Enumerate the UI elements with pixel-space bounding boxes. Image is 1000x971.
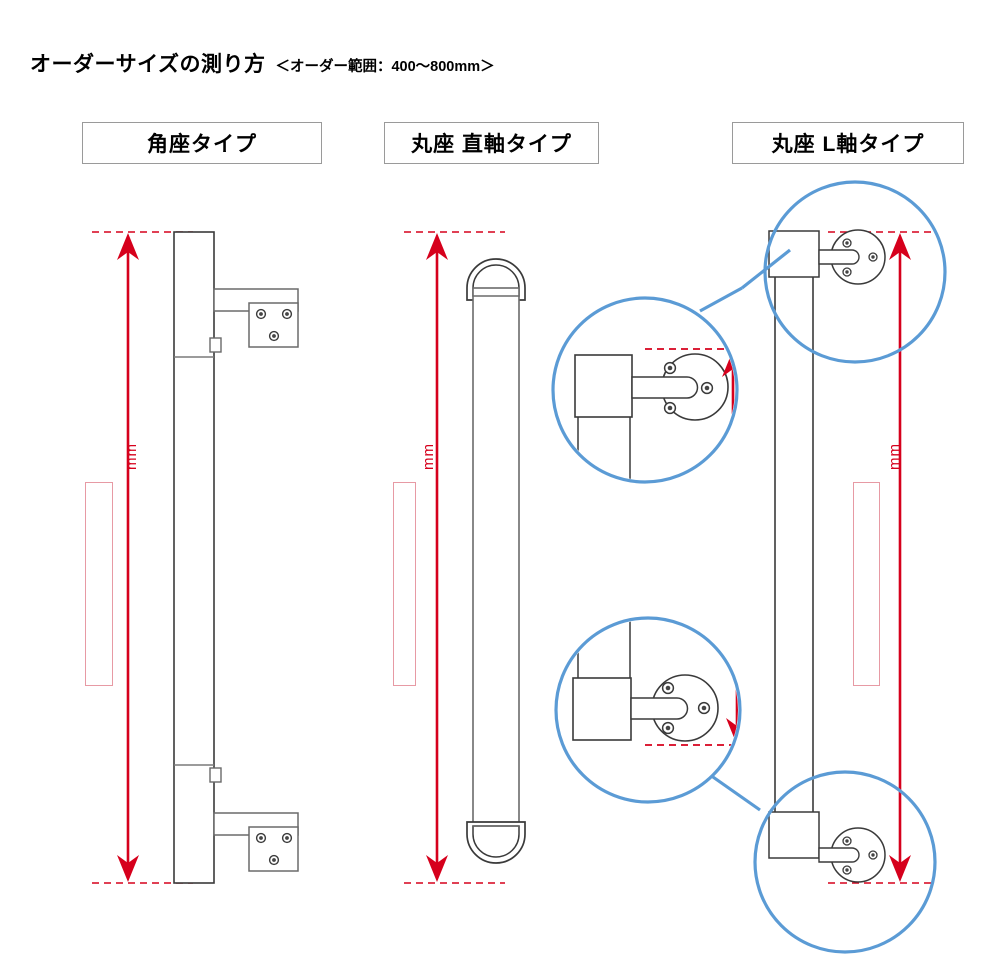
section-header-square-base: 角座タイプ: [82, 122, 322, 164]
unit-label-round-base-straight: mm: [420, 443, 437, 470]
square-block-top-lshaft: [768, 230, 820, 278]
page-title-main: オーダーサイズの測り方: [30, 53, 266, 76]
size-value-box-round-base-straight[interactable]: [393, 482, 416, 686]
size-value-box-square-base[interactable]: [85, 482, 113, 686]
bracket-bottom-square: [213, 812, 299, 872]
unit-label-square-base: mm: [123, 443, 140, 470]
magnifier-lower-content: [572, 620, 738, 746]
screw-group-top-square: [255, 308, 293, 342]
dimension-arrow-head-down-square: [117, 855, 139, 882]
section-header-square-base-label: 角座タイプ: [147, 133, 257, 156]
screw-group-bottom-lshaft: [842, 836, 878, 875]
leader-line-upper-a: [699, 286, 743, 313]
handrail-bar-lshaft: [774, 261, 814, 823]
magnifier-upper-enlarged-view: [551, 296, 739, 484]
drawing-round-base-l-shaft-type: [768, 229, 935, 884]
square-block-bottom-lshaft: [768, 811, 820, 859]
drawing-round-base-straight-type: [404, 231, 526, 884]
square-block-lower-detail: [572, 677, 632, 741]
page-title-range: ＜オーダー範囲：400〜800mm＞: [275, 59, 495, 75]
assembly-bottom-lshaft: [768, 811, 886, 883]
section-header-round-base-straight-label: 丸座 直軸タイプ: [411, 133, 572, 156]
dimension-arrow-head-up-round: [426, 233, 448, 260]
bracket-top-square: [213, 288, 299, 348]
section-header-round-base-l-shaft: 丸座 L軸タイプ: [732, 122, 964, 164]
section-header-round-base-l-shaft-label: 丸座 L軸タイプ: [771, 133, 925, 156]
handrail-bar-stub-upper: [577, 414, 631, 480]
dimension-arrow-head-down-lshaft: [889, 855, 911, 882]
magnifier-ring-lshaft-bottom: [753, 770, 937, 954]
magnifier-upper-content: [574, 348, 735, 480]
dimension-arrow-head-up-lshaft: [889, 233, 911, 260]
connector-arm-top-lshaft: [818, 249, 860, 265]
magnifier-lower-enlarged-view: [554, 616, 742, 804]
drawing-square-base-type: [92, 231, 299, 884]
section-header-round-base-straight: 丸座 直軸タイプ: [384, 122, 599, 164]
square-block-upper-detail: [574, 354, 633, 418]
screw-group-bottom-square: [255, 832, 293, 866]
handrail-bottom-loop-round: [466, 821, 526, 864]
screw-group-top-lshaft: [842, 238, 878, 277]
unit-label-round-base-l-shaft: mm: [886, 443, 903, 470]
screw-group-lower-detail: [661, 681, 711, 735]
dimension-arrow-head-up-square: [117, 233, 139, 260]
handrail-bar-stub-lower: [577, 620, 631, 681]
page-title: オーダーサイズの測り方 ＜オーダー範囲：400〜800mm＞: [30, 48, 495, 78]
set-screw-tab-top-square: [209, 337, 222, 353]
dimension-arrow-head-down-round: [426, 855, 448, 882]
handrail-bar-square: [173, 231, 215, 884]
connector-arm-bottom-lshaft: [818, 847, 860, 863]
connector-arm-lower-detail: [630, 697, 689, 720]
size-value-box-round-base-l-shaft[interactable]: [853, 482, 880, 686]
magnifier-ring-lshaft-top: [763, 180, 947, 364]
set-screw-tab-bottom-square: [209, 767, 222, 783]
assembly-top-lshaft: [768, 229, 886, 285]
handrail-shaft-round: [472, 287, 520, 835]
screw-group-upper-detail: [663, 361, 714, 415]
connector-arm-upper-detail: [631, 376, 699, 399]
